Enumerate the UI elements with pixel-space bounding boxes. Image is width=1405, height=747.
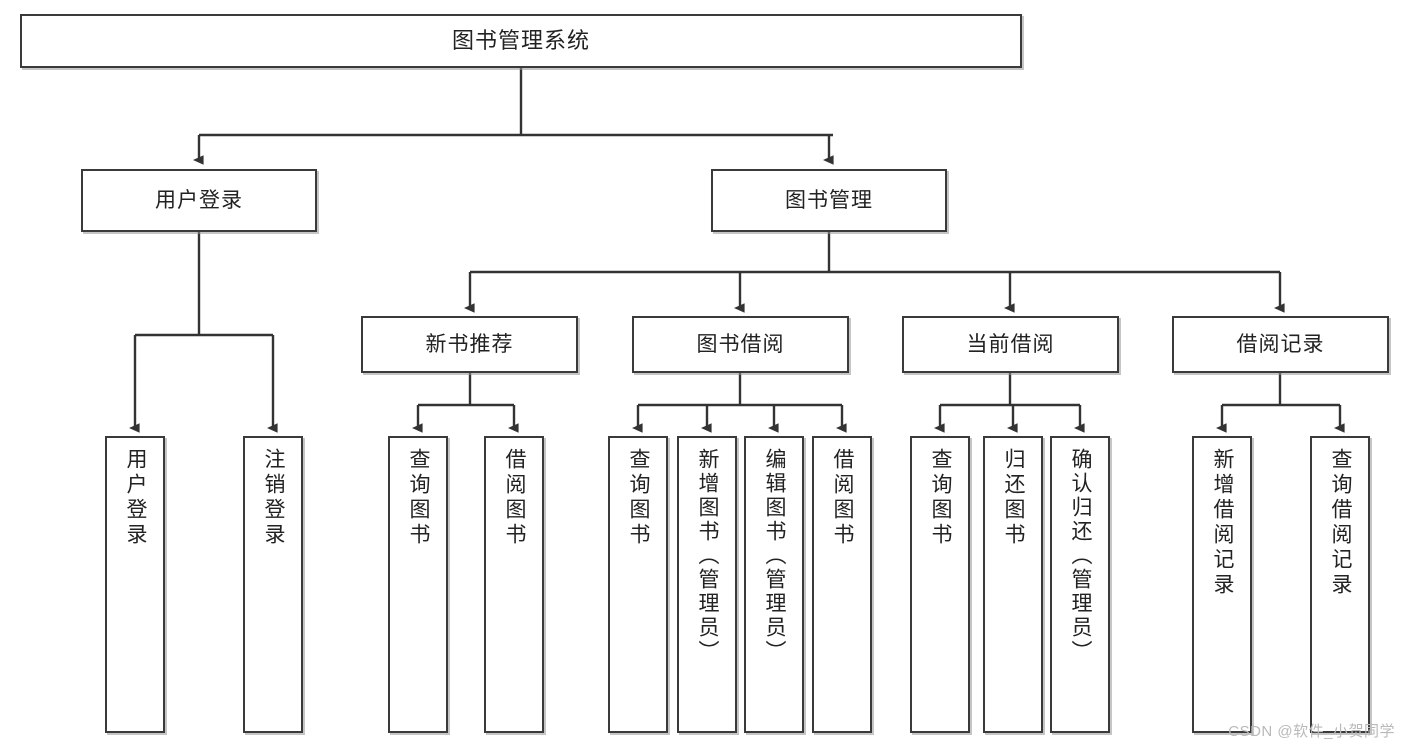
- node-leaf-query-record-label: 查询借阅记录: [1329, 448, 1353, 598]
- node-leaf-return-book-label: 归还图书: [1002, 448, 1026, 548]
- node-new-book-rec-label: 新书推荐: [425, 332, 514, 356]
- node-leaf-query-book-2-label: 查询图书: [627, 448, 651, 548]
- node-borrow-record-label: 借阅记录: [1236, 332, 1325, 356]
- node-leaf-query-book-3-label: 查询图书: [929, 448, 953, 548]
- node-current-borrow[interactable]: 当前借阅: [902, 316, 1119, 373]
- node-leaf-add-book[interactable]: 新增图书（管理员）: [677, 436, 737, 733]
- node-leaf-add-book-label: 新增图书（管理员）: [696, 448, 720, 664]
- node-leaf-logout-label: 注销登录: [262, 448, 286, 548]
- node-leaf-add-record[interactable]: 新增借阅记录: [1192, 436, 1252, 733]
- node-leaf-user-login[interactable]: 用户登录: [105, 436, 165, 733]
- node-leaf-edit-book[interactable]: 编辑图书（管理员）: [744, 436, 804, 733]
- node-leaf-query-book-3[interactable]: 查询图书: [910, 436, 970, 733]
- node-leaf-borrow-book-2-label: 借阅图书: [831, 448, 855, 548]
- node-leaf-borrow-book-1[interactable]: 借阅图书: [484, 436, 544, 733]
- node-leaf-edit-book-label: 编辑图书（管理员）: [763, 448, 787, 664]
- node-current-borrow-label: 当前借阅: [966, 332, 1055, 356]
- node-user-login[interactable]: 用户登录: [81, 169, 317, 232]
- node-leaf-confirm-return-label: 确认归还（管理员）: [1069, 448, 1093, 664]
- node-root[interactable]: 图书管理系统: [20, 14, 1022, 68]
- node-book-manage[interactable]: 图书管理: [711, 169, 947, 232]
- node-leaf-user-login-label: 用户登录: [124, 448, 148, 548]
- node-leaf-logout[interactable]: 注销登录: [243, 436, 303, 733]
- node-leaf-query-book-1-label: 查询图书: [407, 448, 431, 548]
- node-leaf-confirm-return[interactable]: 确认归还（管理员）: [1050, 436, 1110, 733]
- node-book-borrow[interactable]: 图书借阅: [632, 316, 849, 373]
- node-root-label: 图书管理系统: [451, 27, 590, 53]
- watermark: CSDN @软件_小贺同学: [1228, 723, 1395, 740]
- node-leaf-add-record-label: 新增借阅记录: [1211, 448, 1235, 598]
- node-new-book-rec[interactable]: 新书推荐: [361, 316, 578, 373]
- node-leaf-borrow-book-1-label: 借阅图书: [503, 448, 527, 548]
- node-user-login-label: 用户登录: [155, 188, 243, 212]
- node-borrow-record[interactable]: 借阅记录: [1172, 316, 1389, 373]
- node-leaf-borrow-book-2[interactable]: 借阅图书: [812, 436, 872, 733]
- node-leaf-return-book[interactable]: 归还图书: [983, 436, 1043, 733]
- node-book-manage-label: 图书管理: [785, 188, 873, 212]
- node-leaf-query-book-2[interactable]: 查询图书: [608, 436, 668, 733]
- node-book-borrow-label: 图书借阅: [696, 332, 785, 356]
- node-leaf-query-record[interactable]: 查询借阅记录: [1310, 436, 1370, 733]
- node-leaf-query-book-1[interactable]: 查询图书: [388, 436, 448, 733]
